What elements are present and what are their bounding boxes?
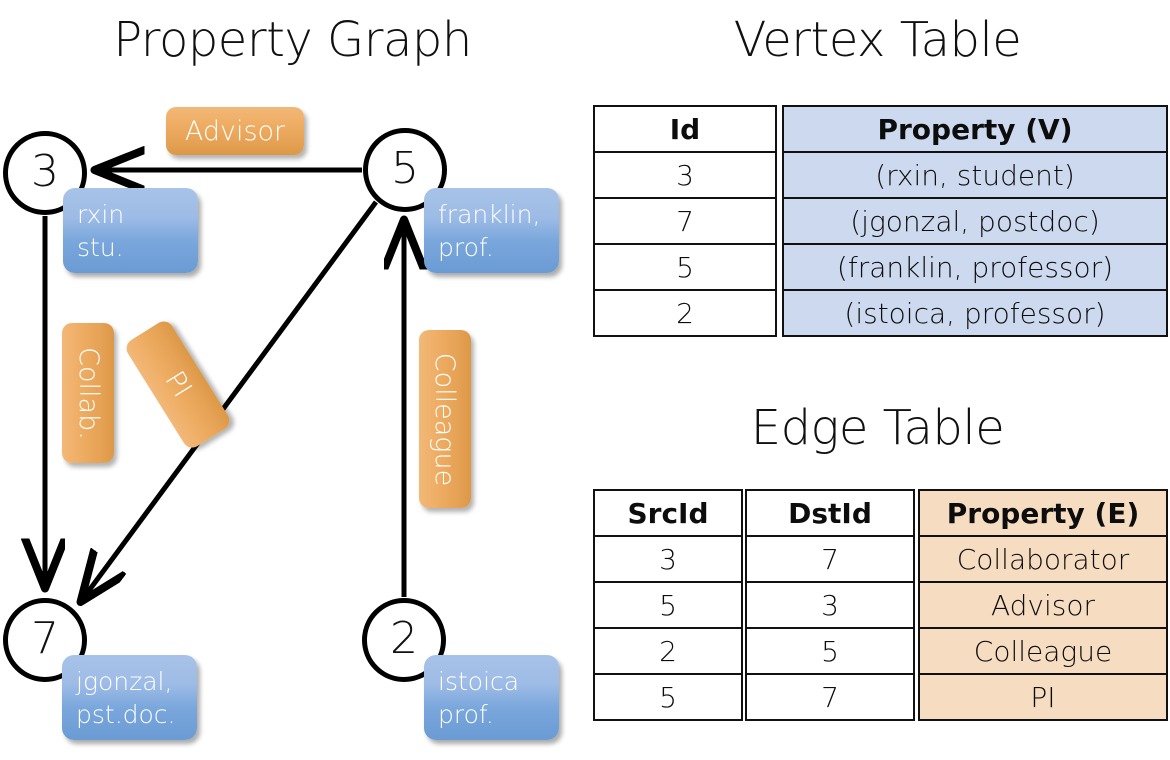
edge-row-0-dst: 7 — [745, 535, 915, 583]
table-row: 5 — [593, 243, 777, 291]
graph-node-7[interactable]: 7 — [3, 598, 87, 682]
table-row: Advisor — [918, 581, 1168, 629]
edge-label-collab-text: Collab. — [72, 346, 104, 440]
table-header-row: DstId — [745, 489, 915, 537]
graph-node-3[interactable]: 3 — [3, 131, 87, 215]
vertex-row-1-id: 7 — [593, 197, 777, 245]
table-header-row: Id — [593, 105, 777, 153]
edge-label-colleague-text: Colleague — [429, 352, 461, 486]
table-row: 5 — [593, 673, 743, 721]
graph-node-5-label: 5 — [391, 143, 419, 194]
table-row: 7 — [593, 197, 777, 245]
table-row: 3 — [745, 581, 915, 629]
table-row: Collaborator — [918, 535, 1168, 583]
edge-table-header-srcid: SrcId — [593, 489, 743, 537]
edge-table-header-dstid: DstId — [745, 489, 915, 537]
table-row: PI — [918, 673, 1168, 721]
vertex-row-2-property: (franklin, professor) — [782, 243, 1168, 291]
edge-5-to-7 — [82, 200, 379, 600]
graph-node-5[interactable]: 5 — [363, 128, 447, 212]
table-row: 2 — [593, 627, 743, 675]
edge-row-3-src: 5 — [593, 673, 743, 721]
edge-row-1-dst: 3 — [745, 581, 915, 629]
vertex-property-3-line1: rxin — [77, 200, 125, 229]
vertex-row-1-property: (jgonzal, postdoc) — [782, 197, 1168, 245]
edge-label-collab: Collab. — [62, 323, 114, 463]
edge-label-colleague: Colleague — [419, 330, 471, 508]
table-row: 5 — [593, 581, 743, 629]
table-row: 5 — [745, 627, 915, 675]
table-row: 2 — [593, 289, 777, 337]
graph-edges — [0, 0, 585, 760]
edge-row-0-src: 3 — [593, 535, 743, 583]
graph-node-2[interactable]: 2 — [362, 598, 446, 682]
vertex-row-2-id: 5 — [593, 243, 777, 291]
edge-label-advisor-text: Advisor — [184, 115, 286, 147]
graph-node-7-label: 7 — [31, 613, 59, 664]
table-header-row: SrcId — [593, 489, 743, 537]
edge-table-title: Edge Table — [750, 400, 1005, 456]
vertex-table-property-column: Property (V) (rxin, student) (jgonzal, p… — [782, 105, 1168, 337]
edge-table-dstid-column: DstId 7 3 5 7 — [745, 489, 915, 721]
edge-row-2-dst: 5 — [745, 627, 915, 675]
edge-table-header-property: Property (E) — [918, 489, 1168, 537]
edge-row-1-property: Advisor — [918, 581, 1168, 629]
edge-row-2-property: Colleague — [918, 627, 1168, 675]
table-row: Colleague — [918, 627, 1168, 675]
edge-table-property-column: Property (E) Collaborator Advisor Collea… — [918, 489, 1168, 721]
vertex-row-3-id: 2 — [593, 289, 777, 337]
table-row: (rxin, student) — [782, 151, 1168, 199]
edge-row-1-src: 5 — [593, 581, 743, 629]
edge-row-0-property: Collaborator — [918, 535, 1168, 583]
table-header-row: Property (E) — [918, 489, 1168, 537]
vertex-property-5-line2: prof. — [438, 233, 494, 263]
vertex-table-header-property: Property (V) — [782, 105, 1168, 153]
edge-row-3-dst: 7 — [745, 673, 915, 721]
edge-row-2-src: 2 — [593, 627, 743, 675]
vertex-property-7-line2: pst.doc. — [76, 700, 176, 730]
table-row: (franklin, professor) — [782, 243, 1168, 291]
vertex-table-title: Vertex Table — [733, 12, 1022, 68]
graph-node-3-label: 3 — [31, 146, 59, 197]
graph-node-2-label: 2 — [390, 613, 418, 664]
vertex-property-5-line1: franklin, — [438, 200, 541, 229]
vertex-property-7-line1: jgonzal, — [76, 667, 173, 696]
edge-label-pi-text: PI — [158, 366, 198, 403]
property-graph-title: Property Graph — [113, 12, 472, 68]
table-row: (jgonzal, postdoc) — [782, 197, 1168, 245]
vertex-property-2-line1: istoica — [438, 667, 520, 696]
edge-label-advisor: Advisor — [166, 107, 304, 155]
table-row: 3 — [593, 535, 743, 583]
vertex-row-3-property: (istoica, professor) — [782, 289, 1168, 337]
edge-table-srcid-column: SrcId 3 5 2 5 — [593, 489, 743, 721]
vertex-property-2-line2: prof. — [438, 700, 494, 730]
table-row: 7 — [745, 535, 915, 583]
table-row: (istoica, professor) — [782, 289, 1168, 337]
table-header-row: Property (V) — [782, 105, 1168, 153]
table-row: 3 — [593, 151, 777, 199]
vertex-table-id-column: Id 3 7 5 2 — [593, 105, 777, 337]
vertex-table-header-id: Id — [593, 105, 777, 153]
edge-row-3-property: PI — [918, 673, 1168, 721]
table-row: 7 — [745, 673, 915, 721]
vertex-property-box-3: rxin stu. — [63, 188, 198, 273]
vertex-property-box-5: franklin, prof. — [424, 188, 559, 273]
vertex-property-box-7: jgonzal, pst.doc. — [62, 655, 197, 740]
vertex-row-0-property: (rxin, student) — [782, 151, 1168, 199]
vertex-property-box-2: istoica prof. — [424, 655, 559, 740]
vertex-row-0-id: 3 — [593, 151, 777, 199]
vertex-property-3-line2: stu. — [77, 233, 124, 263]
